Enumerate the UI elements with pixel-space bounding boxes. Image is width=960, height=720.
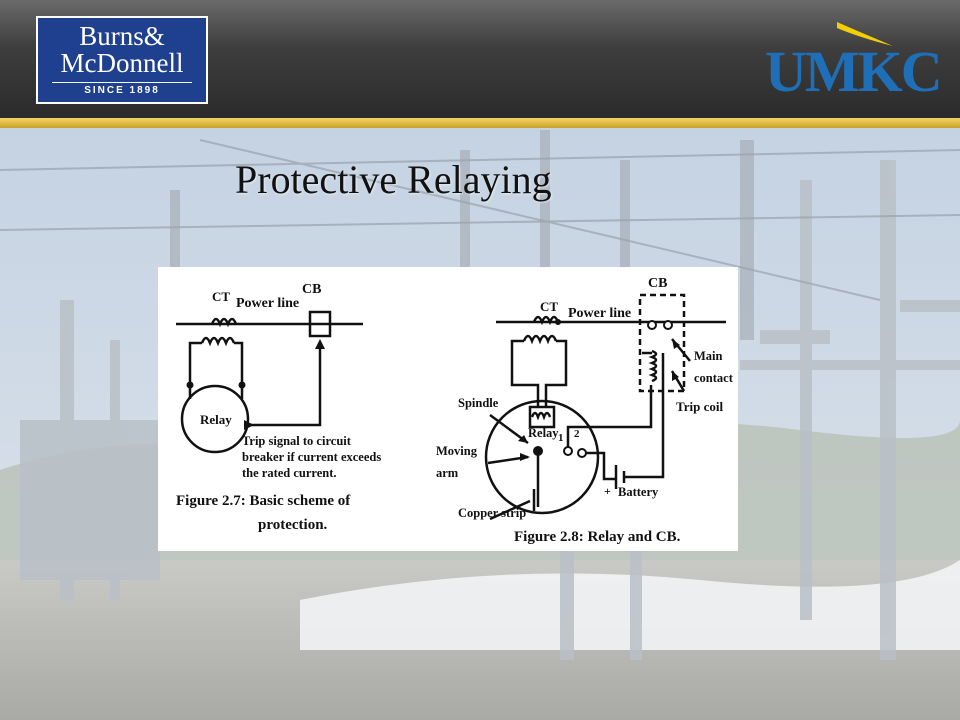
left-relay-arrow	[244, 420, 254, 430]
right-ct-wire-a	[510, 339, 540, 407]
right-main-contact-arrow	[672, 339, 680, 349]
right-trip-coil-label: Trip coil	[676, 399, 723, 414]
left-terminal-a	[186, 381, 194, 389]
right-contact-1-label: 1	[558, 432, 564, 444]
page-title: Protective Relaying	[235, 157, 552, 202]
right-ct-coil	[532, 315, 560, 326]
right-relay-coil-box	[528, 405, 556, 429]
logo-line-1: Burns&	[79, 21, 165, 51]
right-contact1-wire	[566, 385, 653, 449]
right-trip-coil-arrow	[672, 371, 679, 381]
umkc-logo: UMKC	[765, 22, 950, 104]
right-power-line-label: Power line	[568, 306, 631, 321]
right-battery-plus: +	[604, 484, 611, 498]
left-caption-2: protection.	[258, 517, 328, 533]
right-spindle-arrow	[518, 435, 528, 443]
right-battery-label: Battery	[618, 485, 659, 499]
right-moving-label-2: arm	[436, 466, 459, 480]
right-contact-1	[563, 446, 573, 456]
left-ct-wire-b	[234, 341, 244, 385]
left-relay-circle	[180, 384, 250, 454]
right-ct-wire-b	[544, 339, 568, 407]
left-trip-text-1: Trip signal to circuit	[242, 434, 352, 448]
relay-diagram-figure: CT Power line CB Relay Trip signal to ci…	[158, 267, 738, 551]
right-cb-label: CB	[648, 276, 667, 291]
right-main-label-1: Main	[694, 349, 723, 363]
left-trip-text-3: the rated current.	[242, 466, 337, 480]
left-power-line-label: Power line	[236, 296, 299, 311]
left-relay-label: Relay	[200, 412, 232, 427]
right-copper-label: Copper strip	[458, 506, 526, 520]
left-caption-1: Figure 2.7: Basic scheme of	[176, 493, 351, 509]
right-copper-pointer	[489, 499, 531, 521]
right-cb-contact-b	[663, 320, 673, 330]
right-relay-circle	[484, 399, 600, 515]
right-spindle-dot	[533, 446, 543, 456]
left-terminal-b	[238, 381, 246, 389]
left-cb-label: CB	[302, 282, 321, 297]
right-cb-contact-a	[647, 320, 657, 330]
right-ct-dot	[555, 319, 561, 325]
right-caption: Figure 2.8: Relay and CB.	[514, 529, 681, 545]
left-trip-text-2: breaker if current exceeds	[242, 450, 381, 464]
left-ct-wire-a	[188, 341, 202, 385]
right-moving-label-1: Moving	[436, 444, 478, 458]
left-cb-box	[308, 310, 332, 338]
header-gold-stripe	[0, 118, 960, 128]
right-trip-coil	[648, 349, 658, 383]
right-moving-arm-arrow	[520, 453, 530, 461]
logo-line-2: McDonnell	[60, 48, 184, 78]
right-cb-dashed-box	[638, 293, 686, 393]
relay-diagram-svg: CT Power line CB Relay Trip signal to ci…	[176, 276, 734, 545]
logo-line-3: SINCE 1898	[52, 82, 192, 96]
left-trip-arrow	[315, 339, 325, 349]
right-contact2-wire	[582, 451, 616, 481]
right-contact-2-label: 2	[574, 428, 580, 440]
burns-mcdonnell-logo: Burns& McDonnell SINCE 1898	[36, 16, 208, 104]
right-relay-coil	[530, 411, 552, 421]
right-spindle-label: Spindle	[458, 396, 499, 410]
umkc-wordmark: UMKC	[765, 39, 943, 104]
right-main-label-2: contact	[694, 371, 734, 385]
right-relay-label: Relay	[528, 426, 559, 440]
left-ct-coil	[210, 317, 238, 328]
left-trip-signal-line	[244, 347, 322, 427]
left-ct-label: CT	[212, 289, 230, 304]
right-ct-secondary-coil	[522, 334, 558, 345]
left-ct-secondary-coil	[200, 336, 236, 347]
right-ct-label: CT	[540, 299, 558, 314]
right-battery-wire	[624, 353, 665, 479]
right-contact-2	[577, 448, 587, 458]
